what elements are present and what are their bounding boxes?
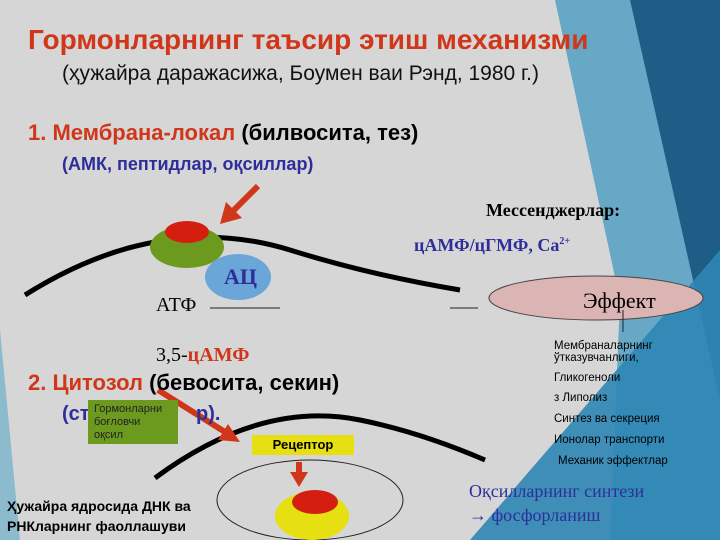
section2-paren: (бевосита, секин)	[149, 370, 340, 395]
enzyme-label: АЦ	[224, 264, 257, 289]
section2-label: 2. Цитозол	[28, 370, 143, 395]
phosphorylation-text: → фосфорланиш	[469, 505, 601, 525]
effect-item: Синтез ва секреция	[554, 413, 660, 425]
section2-heading: 2. Цитозол (бевосита, секин)	[28, 370, 339, 396]
effect-item: Ионолар транспорти	[554, 434, 665, 446]
effect-item: Гликогеноли	[554, 372, 621, 384]
effect-item: Механик эффектлар	[558, 455, 668, 467]
receptor-box: Рецептор	[252, 435, 354, 455]
product-name: цАМФ	[187, 344, 250, 366]
product-label: 3,5-цАМФ	[156, 344, 249, 367]
nucleus-activation-text: Ҳужайра ядросида ДНК ва РНКларнинг фаолл…	[7, 498, 191, 534]
protein-synthesis-text: Оқсилларнинг синтези	[469, 481, 645, 501]
page-title: Гормонларнинг таъсир этиш механизми	[28, 24, 589, 55]
effect-label: Эффект	[583, 288, 656, 313]
section1-paren: (билвосита, тез)	[241, 120, 419, 145]
section2-examples-end: р).	[196, 403, 221, 425]
messengers-text: цАМФ/цГМФ, Ca	[414, 235, 560, 255]
messengers-title: Мессенджерлар:	[486, 200, 621, 220]
effect-item: Мембраналарнинг ўтказувчанлиги,	[554, 340, 653, 364]
section1-label: 1. Мембрана-локал	[28, 120, 236, 145]
section1-examples: (АМК, пептидлар, оқсиллар)	[62, 154, 314, 174]
section1-heading: 1. Мембрана-локал (билвосита, тез)	[28, 120, 418, 146]
calcium-charge: 2+	[559, 236, 571, 247]
effects-list: Мембраналарнинг ўтказувчанлиги, Гликоген…	[554, 340, 694, 467]
subtitle: (ҳужайра даражасижа, Боумен ваи Рэнд, 19…	[62, 62, 539, 85]
messengers-list: цАМФ/цГМФ, Ca2+	[414, 235, 570, 256]
effect-item: з Липолиз	[554, 392, 608, 404]
substrate-label: АТФ	[156, 294, 197, 316]
section2-examples-start: (ст	[62, 403, 90, 425]
binding-protein-box: Гормонларни боғловчи оқсил	[88, 400, 178, 444]
product-prefix: 3,5-	[156, 344, 188, 366]
